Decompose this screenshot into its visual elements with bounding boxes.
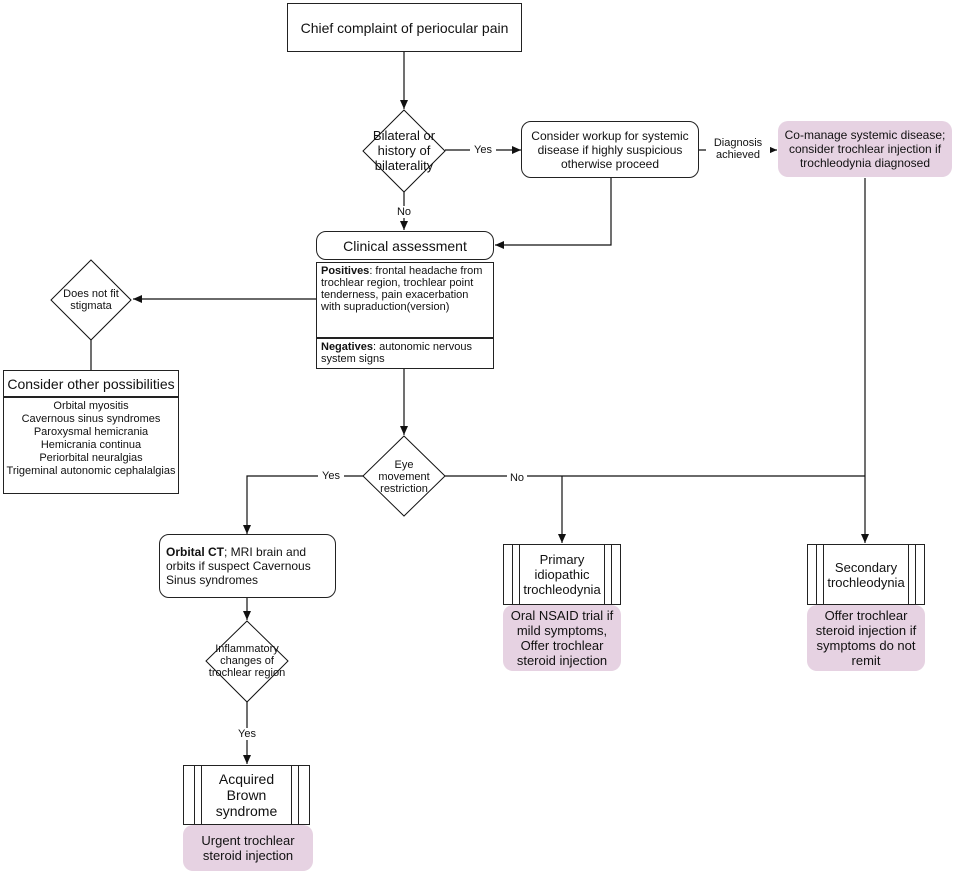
decision-eye: [362, 435, 446, 517]
edge-label-yes: Yes: [470, 144, 496, 156]
edge-label-diagnosis: Diagnosis achieved: [706, 137, 770, 161]
node-brown-syndrome: Acquired Brown syndrome: [183, 765, 310, 825]
decision-doesnotfit-label: Does not fit stigmata: [63, 288, 119, 312]
list-item: Orbital myositis: [53, 400, 129, 412]
node-secondary-trochleodynia: Secondary trochleodynia: [807, 544, 925, 605]
node-clinical-assessment: Clinical assessment: [316, 231, 494, 260]
other-possibilities-list: Orbital myositis Cavernous sinus syndrom…: [3, 397, 179, 494]
node-other-title: Consider other possibilities: [3, 370, 179, 397]
subprocess-bar: [908, 545, 916, 604]
subprocess-bar: [604, 545, 612, 604]
edge-label-eye-yes: Yes: [318, 470, 344, 482]
node-primary-trochleodynia: Primary idiopathic trochleodynia: [503, 544, 621, 605]
clinical-negatives: Negatives: autonomic nervous system sign…: [316, 338, 494, 369]
edge-label-eye-no: No: [507, 472, 527, 484]
list-item: Cavernous sinus syndromes: [21, 413, 161, 425]
edge-eye-orbital: [243, 475, 365, 534]
edge-workup-clinical: [495, 178, 612, 249]
subprocess-bar: [194, 766, 202, 824]
node-orbital-ct: Orbital CT; MRI brain and orbits if susp…: [159, 534, 336, 598]
clinical-positives: Positives: frontal headache from trochle…: [316, 262, 494, 338]
decision-bilateral: [362, 109, 446, 193]
edge-label-no: No: [394, 206, 414, 218]
decision-inflam-label: Inflammatory changes of trochlear region: [208, 643, 286, 679]
subprocess-bar: [512, 545, 520, 604]
subprocess-bar: [816, 545, 824, 604]
node-primary-treatment: Oral NSAID trial if mild symptoms, Offer…: [503, 605, 621, 671]
node-secondary-treatment: Offer trochlear steroid injection if sym…: [807, 605, 925, 671]
list-item: Hemicrania continua: [40, 439, 142, 451]
decision-eye-label: Eye movement restriction: [378, 459, 430, 495]
decision-inflam: [205, 620, 289, 703]
node-chief-complaint: Chief complaint of periocular pain: [287, 3, 522, 52]
list-item: Paroxysmal hemicrania: [33, 426, 149, 438]
node-comanage: Co-manage systemic disease; consider tro…: [778, 121, 952, 177]
list-item: Periorbital neuralgias: [39, 452, 143, 464]
subprocess-bar: [291, 766, 299, 824]
node-brown-treatment: Urgent trochlear steroid injection: [183, 825, 313, 871]
decision-bilateral-label: Bilateral or history of bilaterality: [372, 127, 436, 173]
edge-label-inflam-yes: Yes: [234, 728, 260, 740]
decision-doesnotfit: [50, 259, 132, 341]
list-item: Trigeminal autonomic cephalalgias: [6, 465, 176, 477]
node-workup: Consider workup for systemic disease if …: [521, 121, 699, 178]
